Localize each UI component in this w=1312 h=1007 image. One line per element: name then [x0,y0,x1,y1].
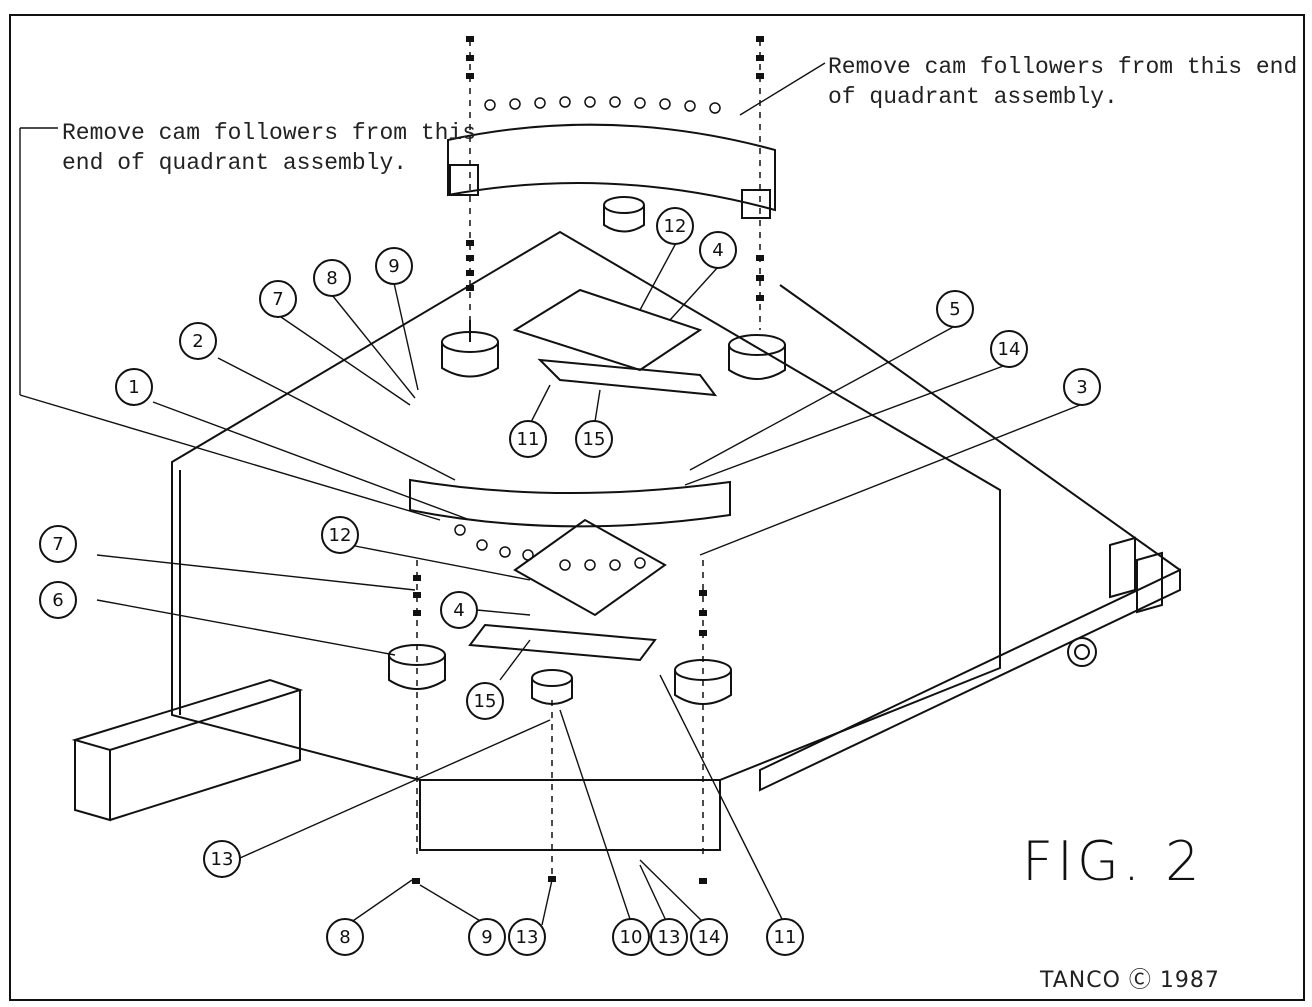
callout-13: 13 [508,918,546,956]
callout-7: 7 [259,280,297,318]
callout-15: 15 [466,682,504,720]
callout-13: 13 [650,918,688,956]
callout-3: 3 [1063,368,1101,406]
callout-9: 9 [468,918,506,956]
upper-bar [537,358,718,397]
instruction-note-right: Remove cam followers from this end of qu… [828,54,1298,110]
callout-14: 14 [990,330,1028,368]
callout-8: 8 [326,918,364,956]
motor-center-top [603,196,645,233]
callout-11: 11 [509,420,547,458]
motor-center-bottom [531,669,573,705]
lower-quadrant [409,478,731,528]
fastener-marks [412,36,764,884]
center-plate [513,518,667,617]
callout-1: 1 [115,368,153,406]
bracket-right-2 [1136,551,1163,614]
motor-upper-right [728,334,786,380]
callout-12: 12 [321,516,359,554]
frame-right-top [779,284,1181,571]
figure-label: FIG. 2 [1022,830,1204,893]
callout-6: 6 [39,581,77,619]
hopper-outline [171,230,1001,781]
callout-2: 2 [179,322,217,360]
lower-bar [468,623,657,662]
callout-8: 8 [313,259,351,297]
frame-arm-left [71,678,304,822]
support-plate [512,288,703,372]
hopper-inner-front [179,470,721,851]
callout-12: 12 [656,207,694,245]
callout-15: 15 [575,420,613,458]
callout-13: 13 [203,840,241,878]
drawing-border [9,14,1305,1001]
callout-5: 5 [936,290,974,328]
cam-followers [454,96,721,571]
callout-4: 4 [699,231,737,269]
callout-10: 10 [612,918,650,956]
callout-7: 7 [39,525,77,563]
copyright-notice: TANCO Ⓒ 1987 [1040,968,1220,993]
callout-9: 9 [375,247,413,285]
frame-hole [1067,637,1097,667]
instruction-note-left: Remove cam followers from this end of qu… [62,120,477,176]
callout-4: 4 [440,591,478,629]
callout-11: 11 [766,918,804,956]
callout-14: 14 [690,918,728,956]
upper-quadrant [447,123,776,212]
motor-upper-left [441,320,499,378]
bracket-right-1 [1109,536,1136,599]
